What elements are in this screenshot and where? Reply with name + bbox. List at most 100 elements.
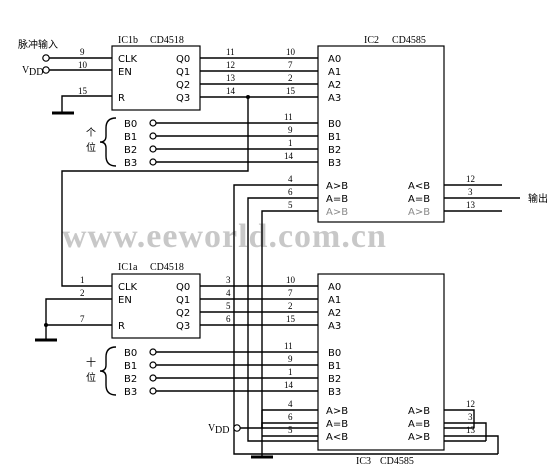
- pin-num: 6: [288, 187, 293, 197]
- pin-num: 5: [288, 425, 293, 435]
- ic2-out-agtb: A>B: [408, 207, 430, 218]
- ic1a-pin-q3: Q3: [176, 321, 190, 332]
- pin-num: 3: [226, 275, 231, 285]
- pin-num: 4: [226, 288, 231, 298]
- ic1b-part: CD4518: [150, 35, 184, 46]
- ic1a-pin-q2: Q2: [176, 308, 190, 319]
- vdd-sub-1: DD: [29, 67, 43, 78]
- pin-num: 11: [284, 112, 293, 122]
- switch-terminal: [149, 387, 157, 395]
- ic2-name: IC2: [364, 35, 379, 46]
- ic2-in-aeqb: A=B: [326, 194, 348, 205]
- ic1a-name: IC1a: [118, 262, 138, 273]
- ic1b-pin-q0: Q0: [176, 54, 190, 65]
- pin-num: 13: [466, 200, 476, 210]
- ic3-pin-b0: B0: [328, 348, 341, 359]
- pin-num: 5: [288, 200, 293, 210]
- ic1b-name: IC1b: [118, 35, 138, 46]
- pin-num: 12: [466, 174, 475, 184]
- pin-num: 7: [80, 314, 85, 324]
- ic3-in-aeqb: A=B: [326, 419, 348, 430]
- switch-terminal: [149, 348, 157, 356]
- ic2-part: CD4585: [392, 35, 426, 46]
- pin-num: 13: [226, 73, 236, 83]
- switch-terminal: [149, 374, 157, 382]
- ic2-pin-a2: A2: [328, 80, 341, 91]
- units-b1: B1: [124, 132, 137, 143]
- pin-num: 12: [466, 399, 475, 409]
- ic2-pin-b2: B2: [328, 145, 341, 156]
- ic1a-part: CD4518: [150, 262, 184, 273]
- pin-num: 7: [288, 60, 293, 70]
- tens-b1: B1: [124, 361, 137, 372]
- pin-num: 2: [80, 288, 85, 298]
- pin-num: 1: [80, 275, 85, 285]
- ic2-out-altb: A<B: [408, 181, 430, 192]
- units-b2: B2: [124, 145, 137, 156]
- ic3-part: CD4585: [380, 456, 414, 466]
- output-label: 输出: [528, 192, 548, 205]
- ic2-in-agtb: A>B: [326, 181, 348, 192]
- ic3-in-agtb: A>B: [326, 406, 348, 417]
- pin-num: 2: [288, 73, 293, 83]
- ic3-out-aeqb: A=B: [408, 419, 430, 430]
- ic1b-pin-q3: Q3: [176, 93, 190, 104]
- ic1b-body: [111, 45, 201, 111]
- ic1a-pin-q0: Q0: [176, 282, 190, 293]
- pin-num: 14: [226, 86, 236, 96]
- tens-label-2: 位: [86, 371, 96, 384]
- ic2-pin-a0: A0: [328, 54, 341, 65]
- tens-label: 十: [86, 356, 96, 369]
- ic1a-pin-clk: CLK: [118, 282, 138, 293]
- ic3-body: [317, 273, 445, 451]
- vdd-label-1: V: [22, 65, 30, 76]
- units-label-2: 位: [86, 141, 96, 154]
- ic1a-pin-q1: Q1: [176, 295, 190, 306]
- ic3-out-agtb2: A>B: [408, 432, 430, 443]
- ic3-pin-a0: A0: [328, 282, 341, 293]
- carry-wire: [61, 97, 249, 287]
- watermark: www.eeworld.com.cn: [62, 218, 387, 255]
- pin-num: 1: [288, 138, 293, 148]
- pin-num: 6: [288, 412, 293, 422]
- pin-num: 5: [226, 301, 231, 311]
- ic1b-pin-clk: CLK: [118, 54, 138, 65]
- ic1a-pin-en: EN: [118, 295, 132, 306]
- units-b3: B3: [124, 158, 137, 169]
- en-wire-ic1a: [45, 298, 112, 340]
- switch-terminal: [149, 119, 157, 127]
- pin-num: 12: [226, 60, 235, 70]
- pin-num: 4: [288, 399, 293, 409]
- pin-num: 4: [288, 174, 293, 184]
- ic3-out-agtb: A>B: [408, 406, 430, 417]
- switch-terminal: [149, 132, 157, 140]
- ic2-pin-b1: B1: [328, 132, 341, 143]
- ic2-pin-a1: A1: [328, 67, 341, 78]
- units-b0: B0: [124, 119, 137, 130]
- ic1b-pin-en: EN: [118, 67, 132, 78]
- vdd-sub-2: DD: [215, 425, 229, 436]
- ic2-in-altb: A>B: [326, 207, 348, 218]
- pulse-input-label: 脉冲输入: [18, 38, 58, 51]
- ic1b-pin-q1: Q1: [176, 67, 190, 78]
- tens-brace: [99, 346, 117, 396]
- ic1a-pin-r: R: [118, 321, 125, 332]
- ic3-in-altb: A<B: [326, 432, 348, 443]
- switch-terminal: [149, 361, 157, 369]
- pin-num: 14: [284, 151, 294, 161]
- pin-num: 2: [288, 301, 293, 311]
- pin-num: 9: [288, 125, 293, 135]
- ic2-out-aeqb: A=B: [408, 194, 430, 205]
- pin-num: 7: [288, 288, 293, 298]
- ic3-pin-b3: B3: [328, 387, 341, 398]
- units-brace: [99, 117, 117, 167]
- pin-num: 11: [284, 341, 293, 351]
- pin-num: 3: [468, 412, 473, 422]
- ic1a-body: [111, 273, 201, 339]
- pin-num: 1: [288, 367, 293, 377]
- ic3-pin-b2: B2: [328, 374, 341, 385]
- pin-num: 10: [286, 275, 296, 285]
- vdd-label-2: V: [208, 423, 216, 434]
- pin-num: 6: [226, 314, 231, 324]
